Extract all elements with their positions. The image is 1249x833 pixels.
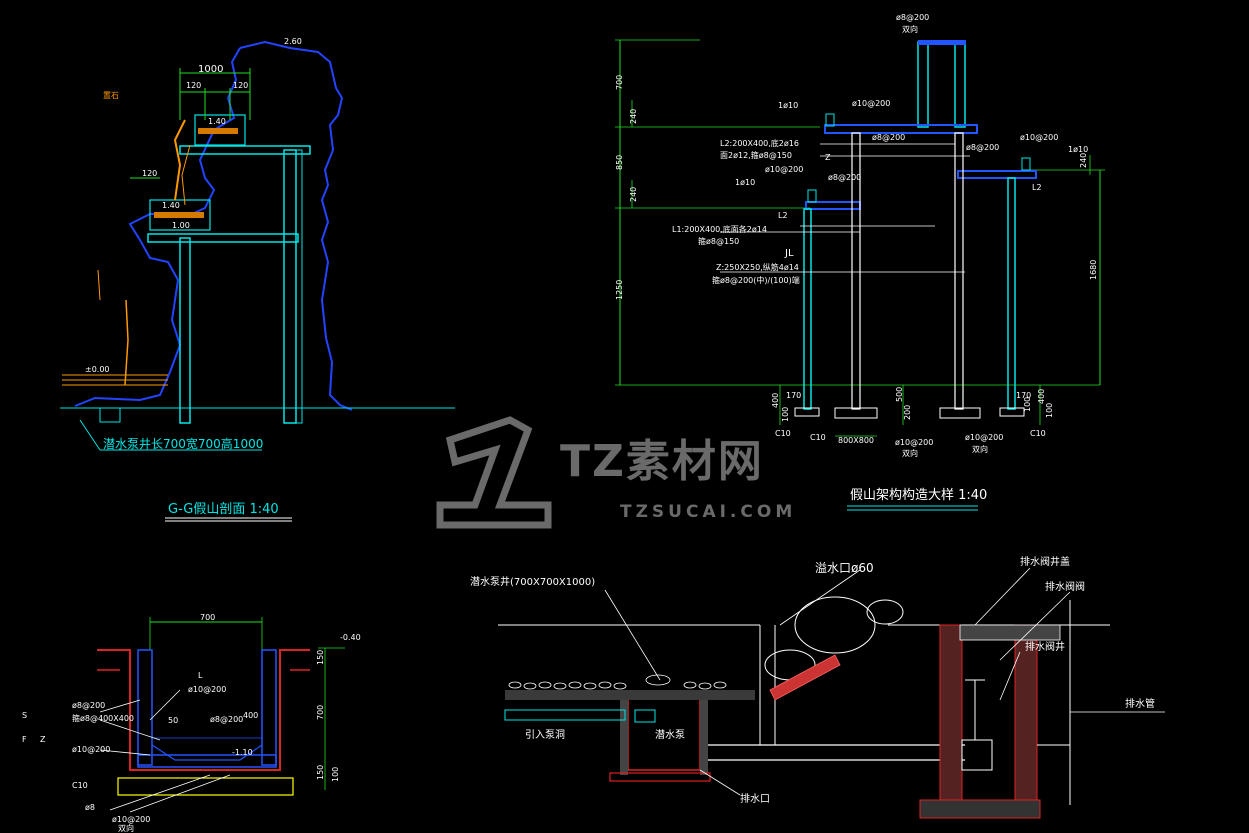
fd-dim-850: 850 <box>615 155 624 170</box>
fd-dim-b400r: 400 <box>1037 389 1046 404</box>
fd-dim-b100: 100 <box>781 407 790 422</box>
drain-section-drawing <box>498 567 1165 819</box>
ps-ø10-200: ø10@200 <box>188 685 226 694</box>
fd-jl: JL <box>784 248 794 259</box>
fd-base-ø10-sub: 双向 <box>902 448 918 458</box>
gg-dim-120-right: 120 <box>233 81 248 90</box>
ps-side-z: Z <box>40 735 46 744</box>
fd-left-1ø10: 1ø10 <box>735 178 755 187</box>
gg-dim-120-left: 120 <box>186 81 201 90</box>
fd-base-c10-mid: C10 <box>810 433 826 442</box>
gg-elev-mid: 1.40 <box>162 201 180 210</box>
gg-elev-low: 1.00 <box>172 221 190 230</box>
ds-valve-well: 排水阀井 <box>1025 640 1065 653</box>
ps-c10: C10 <box>72 781 88 790</box>
fd-dim-b170: 170 <box>786 391 801 400</box>
gg-section-drawing <box>60 40 455 522</box>
fd-left-ø8: ø8@200 <box>828 173 861 182</box>
watermark: TZ素材网 TZSUCAI.COM <box>436 416 796 529</box>
ps-dim-150b: 150 <box>316 765 325 780</box>
ps-ø8-bot: ø8 <box>85 803 95 812</box>
fd-base-c10-right: C10 <box>1030 429 1046 438</box>
fd-dim-b100r: 100 <box>1023 397 1032 412</box>
fd-base-ø10: ø10@200 <box>895 438 933 447</box>
fd-left-ø10: ø10@200 <box>765 165 803 174</box>
fd-dim-1250: 1250 <box>615 280 624 300</box>
fd-right-l2: L2 <box>1032 183 1042 192</box>
fd-dim-b100rr: 100 <box>1045 403 1054 418</box>
fd-right-pipe: ø8@200 <box>966 143 999 152</box>
watermark-logo-icon <box>436 416 552 529</box>
ps-ø8-200: ø8@200 <box>72 701 105 710</box>
fd-dim-1680: 1680 <box>1089 260 1098 280</box>
ps-elev-bottom: -1.10 <box>232 748 253 757</box>
fd-z-spec2: 箍ø8@200(中)/(100)端 <box>712 275 800 285</box>
gg-dim-120-mid: 120 <box>142 169 157 178</box>
ps-width: 700 <box>200 613 215 622</box>
fd-base-ø10-right: ø10@200 <box>965 433 1003 442</box>
ps-dim-100: 100 <box>331 767 340 782</box>
ps-ø10-200b: ø10@200 <box>72 745 110 754</box>
fd-l2-spec2: 面2ø12,箍ø8@150 <box>720 150 792 160</box>
fd-mid-pipe2: ø8@200 <box>872 133 905 142</box>
ps-ø10-bottom: ø10@200 <box>112 815 150 824</box>
fd-dim-700: 700 <box>615 75 624 90</box>
gg-section-title: G-G假山剖面 1:40 <box>168 502 279 517</box>
fd-l2-spec: L2:200X400,底2ø16 <box>720 138 799 148</box>
watermark-text: TZ素材网 <box>560 436 764 487</box>
ds-cover: 排水阀井盖 <box>1020 555 1070 568</box>
fd-base-ø10-right-sub: 双向 <box>972 444 988 454</box>
fd-mid-pipe: ø10@200 <box>852 99 890 108</box>
ps-bottom-sub: 双向 <box>118 823 134 833</box>
ds-pump: 潜水泵 <box>655 728 685 741</box>
gg-pump-well-note: 潜水泵井长700宽700高1000 <box>103 436 263 451</box>
frame-detail-drawing <box>615 39 1105 511</box>
pump-section-drawing <box>97 617 345 813</box>
fd-dim-b500: 500 <box>895 387 904 402</box>
ps-side-f: F <box>22 735 27 744</box>
gg-elev-top: 2.60 <box>284 37 302 46</box>
ps-dim-700: 700 <box>316 705 325 720</box>
gg-dim-1000: 1000 <box>198 64 223 75</box>
fd-dim-b200: 200 <box>903 405 912 420</box>
fd-dim-240: 240 <box>629 109 638 124</box>
gg-stone-label: 置石 <box>103 91 119 100</box>
fd-z-mark: Z <box>825 153 831 162</box>
ps-side-s: S <box>22 711 27 720</box>
ps-d400: 400 <box>243 711 258 720</box>
fd-z-spec: Z:250X250,纵筋4ø14 <box>716 262 799 272</box>
fd-right-pipe2: ø10@200 <box>1020 133 1058 142</box>
ps-dim-150: 150 <box>316 650 325 665</box>
gg-elev-water: ±0.00 <box>85 365 110 374</box>
ps-l-mark: L <box>198 671 203 680</box>
fd-base-c10-left: C10 <box>775 429 791 438</box>
ds-pump-well: 潜水泵井(700X700X1000) <box>470 575 595 588</box>
fd-l1-spec2: 箍ø8@150 <box>698 236 739 246</box>
fd-top-pipe-sub: 双向 <box>902 24 918 34</box>
fd-base-size: 800X800 <box>838 436 874 445</box>
fd-dim-240c: 240 <box>1079 153 1088 168</box>
ds-overflow: 溢水口ø60 <box>815 561 874 575</box>
ds-drain-pipe: 排水管 <box>1125 697 1155 710</box>
ps-d50: 50 <box>168 716 178 725</box>
ps-ø8-200b: ø8@200 <box>210 715 243 724</box>
fd-right-1ø10: 1ø10 <box>1068 145 1088 154</box>
fd-dim-240b: 240 <box>629 187 638 202</box>
ds-outlet: 排水口 <box>740 792 770 805</box>
fd-l1-spec: L1:200X400,底面各2ø14 <box>672 224 767 234</box>
ds-inlet: 引入泵洞 <box>525 729 565 741</box>
gg-elev-basin: 1.40 <box>208 117 226 126</box>
fd-dim-b400: 400 <box>771 393 780 408</box>
ps-beam: 箍ø8@400X400 <box>72 713 134 723</box>
fd-top-pipe: ø8@200 <box>896 13 929 22</box>
ps-elev-top: -0.40 <box>340 633 361 642</box>
fd-dim-b170r: 170 <box>1016 391 1031 400</box>
fd-l1-top: 1ø10 <box>778 101 798 110</box>
fd-left-l2: L2 <box>778 211 788 220</box>
fd-title: 假山架构构造大样 1:40 <box>850 488 987 503</box>
watermark-url: TZSUCAI.COM <box>620 502 796 522</box>
ds-valve: 排水阀阀 <box>1045 580 1085 593</box>
